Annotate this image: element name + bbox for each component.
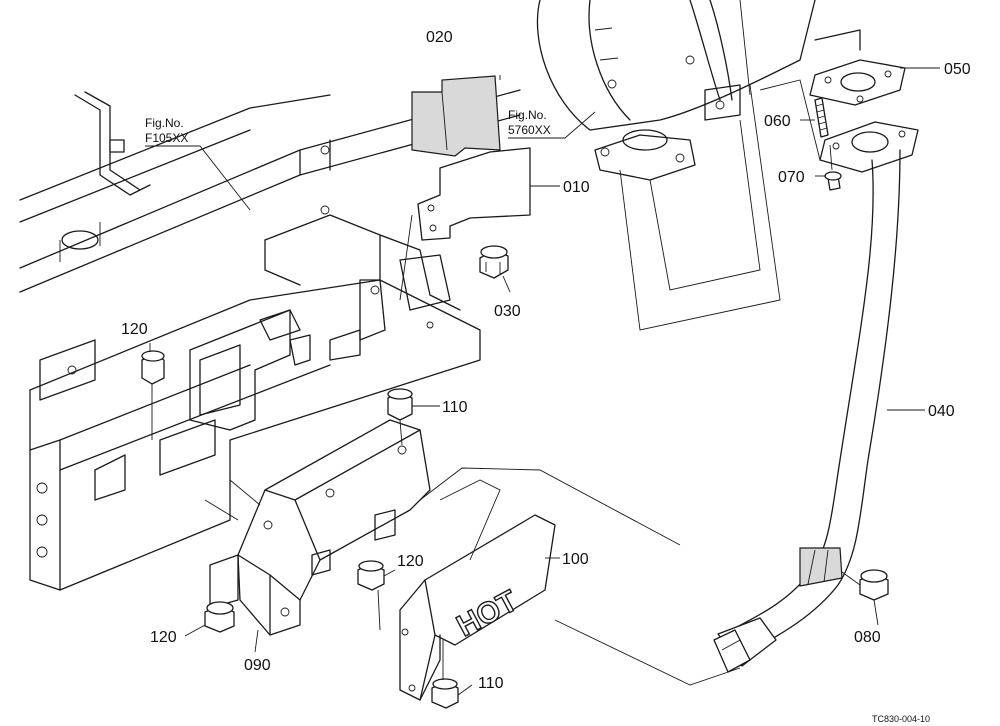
pipe-flanges (809, 59, 919, 191)
bracket-090 (204, 419, 431, 636)
bolt-120-upper (141, 350, 165, 440)
part-label-110-lower: 110 (478, 675, 504, 692)
bolt-120-middle (357, 560, 385, 631)
part-label-070: 070 (778, 169, 805, 186)
part-label-050: 050 (944, 61, 971, 78)
heat-cover-100: HOT (399, 467, 741, 701)
diagram-code: TC830-004-10 (872, 714, 930, 724)
part-label-020: 020 (426, 29, 453, 46)
exhaust-pipe (713, 149, 901, 673)
leader-lines (145, 67, 940, 696)
bolt-030 (479, 245, 509, 279)
bolt-120-lower (204, 601, 235, 633)
ref-label-muffler-line2: 5760XX (508, 123, 551, 137)
part-label-120-middle: 120 (397, 553, 424, 570)
part-label-100: 100 (562, 551, 589, 568)
muffler (536, 0, 861, 331)
part-label-060: 060 (764, 113, 791, 130)
frame-assembly (19, 89, 521, 591)
bolts (141, 245, 889, 709)
part-label-010: 010 (563, 179, 590, 196)
part-label-110-upper: 110 (442, 399, 468, 416)
part-label-030: 030 (494, 303, 521, 320)
heat-shields (399, 75, 531, 301)
ref-label-frame-line1: Fig.No. (145, 116, 184, 130)
bolt-080 (841, 569, 889, 601)
part-label-080: 080 (854, 629, 881, 646)
part-label-120-upper: 120 (121, 321, 148, 338)
part-label-040: 040 (928, 403, 955, 420)
part-label-090: 090 (244, 657, 271, 674)
part-label-120-lower: 120 (150, 629, 177, 646)
bolt-110-lower (431, 640, 459, 709)
ref-label-muffler-line1: Fig.No. (508, 108, 547, 122)
bolt-110-upper (387, 388, 413, 446)
ref-label-frame-line2: F105XX (145, 131, 188, 145)
